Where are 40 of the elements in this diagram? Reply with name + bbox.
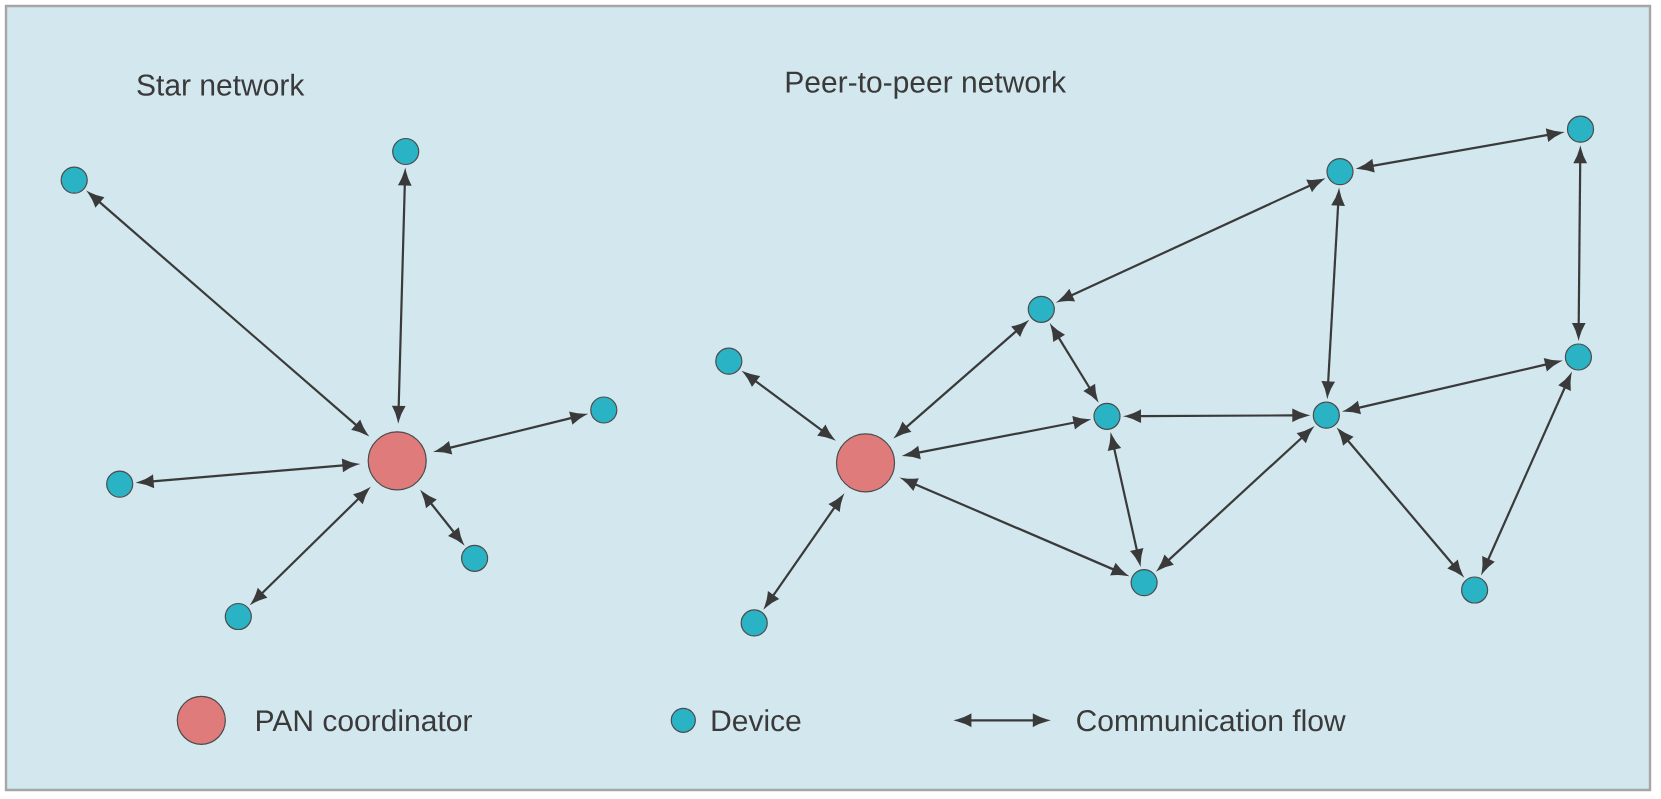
section-title: Peer-to-peer network xyxy=(786,70,1067,99)
double-arrow xyxy=(1481,374,1572,573)
device-circle xyxy=(1566,115,1595,143)
device-circle xyxy=(1326,158,1354,186)
double-arrow xyxy=(421,492,464,544)
double-arrow xyxy=(1050,325,1098,401)
legend-label: PAN coordinator xyxy=(257,709,472,732)
device-circle xyxy=(1027,295,1055,323)
device-circle xyxy=(224,602,252,631)
device-circle xyxy=(1564,343,1592,371)
device-circle xyxy=(1461,576,1489,604)
double-arrow xyxy=(764,495,843,608)
double-arrow xyxy=(895,321,1028,437)
double-arrow xyxy=(1158,427,1313,570)
device-circle xyxy=(60,166,88,194)
device-circle xyxy=(1130,569,1158,597)
coordinator-circle xyxy=(367,431,427,491)
double-arrow xyxy=(88,192,368,435)
double-arrow xyxy=(436,411,586,454)
device-circle xyxy=(1312,401,1340,429)
device-circle xyxy=(740,609,768,637)
double-arrow xyxy=(138,459,358,488)
double-arrow xyxy=(1058,179,1323,302)
double-arrow xyxy=(905,416,1089,459)
legend-label: Communication flow xyxy=(1077,709,1346,732)
device-circle xyxy=(590,396,618,424)
device-circle xyxy=(106,470,134,498)
double-arrow xyxy=(744,372,834,440)
device-circle xyxy=(392,137,420,166)
device-circle xyxy=(461,544,489,572)
double-arrow xyxy=(392,170,411,421)
device-circle xyxy=(1093,402,1121,430)
double-arrow xyxy=(251,488,369,604)
double-arrow xyxy=(1338,429,1463,576)
double-arrow xyxy=(1322,190,1345,396)
section-title: Star network xyxy=(137,73,305,96)
device-circle xyxy=(715,347,743,375)
double-arrow xyxy=(1126,409,1308,423)
legend-label: Device xyxy=(712,709,801,732)
coordinator-circle xyxy=(835,433,896,493)
